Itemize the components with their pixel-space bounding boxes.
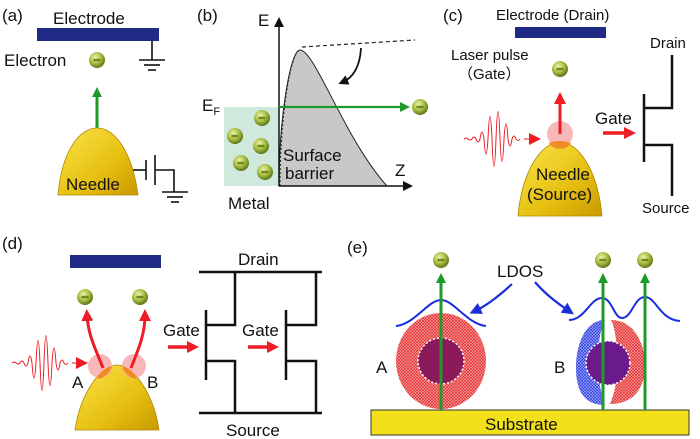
panel-c: (c) Electrode (Drain) Laser pulse （Gate）… [443, 6, 690, 217]
ldos-arrow-a [469, 283, 513, 314]
panel-a: (a) Electrode Electron Needle [2, 6, 188, 203]
laser-gate-label: （Gate） [458, 66, 521, 83]
panel-a-label: (a) [2, 6, 23, 25]
electron-icon [637, 252, 653, 268]
panel-b: (b) E Z EF Surface barrier Metal [197, 6, 428, 213]
electron-icon-b [132, 289, 148, 305]
electrode [515, 27, 606, 38]
emission-arrow-b [129, 309, 151, 369]
ldos-arrow-b [534, 281, 574, 315]
gate2-label: Gate [242, 321, 279, 340]
panel-e-label: (e) [347, 238, 368, 257]
needle-label: Needle [536, 165, 590, 184]
electron-icon-a [77, 289, 93, 305]
metal-electron-icon [227, 128, 243, 144]
panel-d-label: (d) [2, 234, 23, 253]
substrate [370, 409, 690, 436]
site-b-label: B [147, 373, 158, 392]
capacitor-ground-symbol [133, 155, 188, 203]
z-axis-label: Z [395, 161, 405, 180]
transistor-symbol [642, 55, 674, 196]
emission-arrow-a [81, 309, 105, 369]
needle [74, 364, 160, 431]
site-a-label: A [72, 373, 84, 392]
gate1-label: Gate [163, 321, 200, 340]
surface-barrier [278, 49, 389, 187]
needle [57, 127, 139, 196]
electron-icon [433, 252, 449, 268]
ground-symbol [139, 41, 165, 71]
electrode [37, 28, 159, 41]
source-label: (Source) [527, 185, 592, 204]
electron-label: Electron [4, 51, 66, 70]
laser-pulse-wave [463, 111, 521, 167]
barrier-label-line1: Surface [283, 146, 342, 165]
parallel-transistor-circuit [199, 270, 322, 415]
metal-electron-icon [257, 164, 273, 180]
unperturbed-barrier-line [301, 39, 416, 48]
metal-electron-icon [253, 138, 269, 154]
electrode-drain-label: Electrode (Drain) [496, 7, 609, 24]
site-b-label: B [554, 358, 565, 377]
source-label: Source [642, 200, 690, 217]
metal-electron-icon [254, 110, 270, 126]
barrier-lowering-arrow [338, 47, 362, 85]
site-a-label: A [376, 358, 388, 377]
drain-label: Drain [650, 35, 686, 52]
ldos-curve-b [568, 295, 681, 322]
source-label: Source [226, 421, 280, 439]
fermi-level-label: EF [202, 96, 220, 118]
electron-icon [89, 52, 105, 68]
metal-label: Metal [228, 194, 270, 213]
substrate-label: Substrate [485, 415, 558, 434]
metal-electron-icon [233, 155, 249, 171]
ldos-label: LDOS [497, 262, 543, 281]
electrode-label: Electrode [53, 9, 125, 28]
panel-d: (d) A B Gate Gate Drain Source [2, 234, 322, 439]
gate-label: Gate [595, 109, 632, 128]
laser-pulse-label: Laser pulse [451, 47, 529, 64]
panel-e: (e) Substrate A B LDOS [347, 238, 690, 436]
barrier-label-line2: barrier [285, 164, 334, 183]
needle-label: Needle [66, 175, 120, 194]
laser-pulse-wave [11, 335, 69, 391]
panel-b-label: (b) [197, 6, 218, 25]
drain-label: Drain [238, 250, 279, 269]
electron-icon [552, 61, 568, 77]
orbital-b-core [585, 340, 631, 386]
energy-axis-label: E [258, 11, 269, 30]
electrode [70, 255, 161, 268]
emitted-electron-icon [412, 99, 428, 115]
electron-icon [595, 252, 611, 268]
panel-c-label: (c) [443, 6, 463, 25]
